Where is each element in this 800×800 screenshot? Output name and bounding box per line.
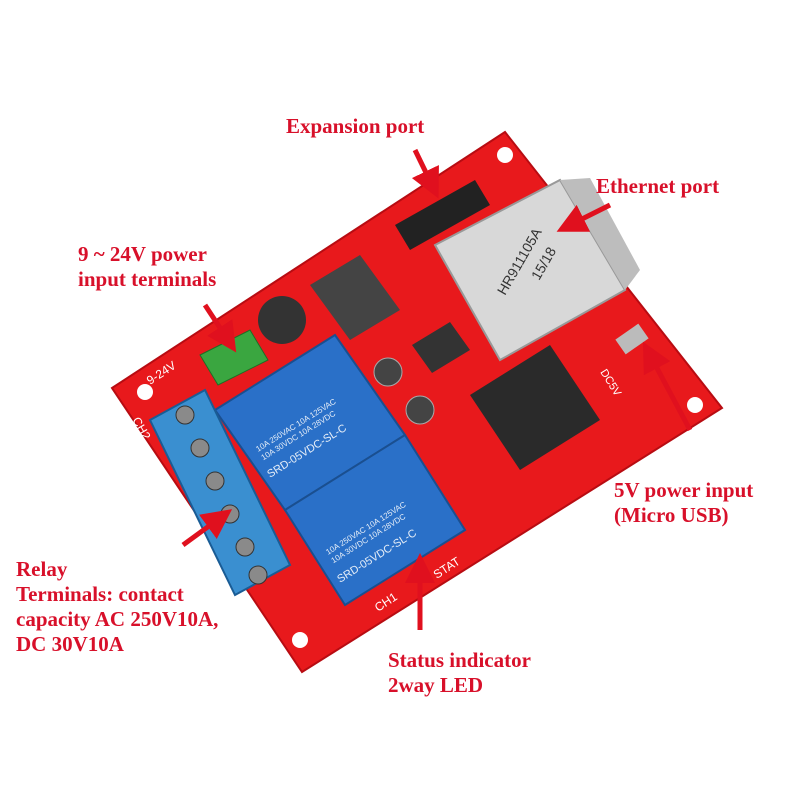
label-line: 9 ~ 24V power	[78, 242, 207, 266]
arrow-expansion	[411, 148, 439, 199]
label-usb-power: 5V power input (Micro USB)	[614, 478, 753, 528]
label-line: Terminals: contact	[16, 582, 184, 606]
small-chip	[412, 322, 470, 373]
capacitor	[373, 357, 403, 387]
label-line: (Micro USB)	[614, 503, 729, 527]
arrow-relay-terminals	[181, 509, 233, 548]
micro-usb-port	[615, 323, 649, 355]
label-line: DC 30V10A	[16, 632, 124, 656]
ethernet-controller-chip	[470, 345, 600, 470]
mount-hole	[137, 384, 153, 400]
label-status-led: Status indicator 2way LED	[388, 648, 531, 698]
label-line: capacity AC 250V10A,	[16, 607, 219, 631]
label-line: Relay	[16, 557, 68, 581]
label-relay-terminals: Relay Terminals: contact capacity AC 250…	[16, 557, 218, 657]
mount-hole	[292, 632, 308, 648]
arrow-usb	[642, 341, 693, 432]
capacitor	[405, 395, 435, 425]
label-line: Status indicator	[388, 648, 531, 672]
label-expansion-port: Expansion port	[286, 114, 425, 138]
arrow-power-terminals	[202, 303, 237, 353]
label-line: 2way LED	[388, 673, 484, 697]
arrow-ethernet	[556, 202, 612, 232]
regulator-chip	[310, 255, 400, 340]
expansion-header	[395, 180, 490, 250]
label-ethernet-port: Ethernet port	[596, 174, 720, 198]
label-power-terminals: 9 ~ 24V power input terminals	[78, 242, 216, 292]
mount-hole	[687, 397, 703, 413]
label-line: 5V power input	[614, 478, 754, 502]
label-line: input terminals	[78, 267, 217, 291]
inductor	[258, 296, 306, 344]
mount-hole	[497, 147, 513, 163]
relay-2	[283, 433, 467, 607]
